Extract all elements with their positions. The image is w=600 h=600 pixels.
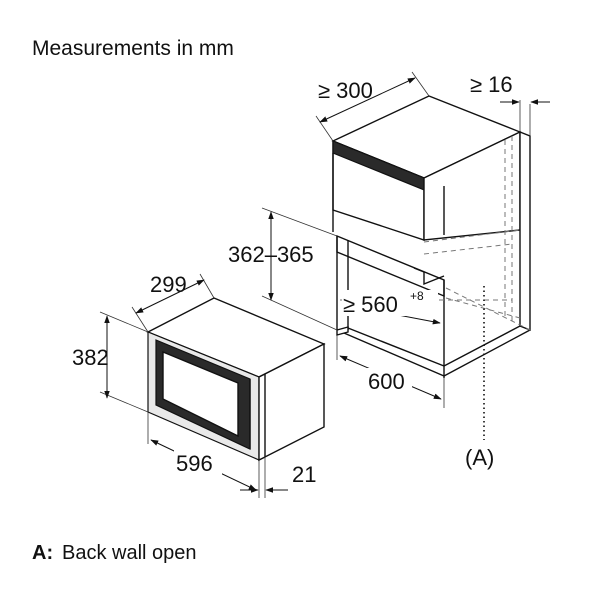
dim-cabinet-niche-height: 362–365	[228, 207, 338, 331]
dim-cabinet-side-label: ≥ 16	[470, 72, 513, 97]
dim-cabinet-depth: ≥ 300	[315, 71, 430, 142]
dim-cabinet-depth-label: ≥ 300	[318, 78, 373, 103]
legend-key: A:	[32, 542, 53, 564]
dim-appliance-width: 596	[147, 412, 260, 498]
dim-cabinet-niche-height-label: 362–365	[228, 242, 314, 267]
appliance-drawing	[146, 297, 326, 462]
legend-text: Back wall open	[62, 542, 197, 564]
dim-appliance-frame-label: 21	[292, 462, 316, 487]
cabinet-drawing	[331, 95, 531, 378]
dim-appliance-depth-label: 299	[150, 272, 187, 297]
dim-appliance-height-label: 382	[72, 345, 109, 370]
dim-appliance-frame: 21	[240, 457, 316, 498]
dim-appliance-width-label: 596	[176, 451, 213, 476]
callout-a: (A)	[465, 286, 494, 470]
dim-cabinet-niche-width: ≥ 560 +8	[342, 289, 441, 325]
diagram-heading: Measurements in mm	[32, 37, 234, 60]
dim-cabinet-width: 600	[336, 335, 445, 408]
dim-cabinet-width-label: 600	[368, 369, 405, 394]
dim-appliance-height: 382	[72, 311, 149, 413]
legend: A: Back wall open	[32, 542, 197, 564]
callout-a-label: (A)	[465, 445, 494, 470]
dim-cabinet-niche-width-label: ≥ 560	[343, 292, 398, 317]
dim-cabinet-side: ≥ 16	[470, 72, 550, 136]
dim-appliance-depth: 299	[131, 272, 215, 333]
dim-cabinet-niche-width-tolerance: +8	[410, 289, 424, 303]
